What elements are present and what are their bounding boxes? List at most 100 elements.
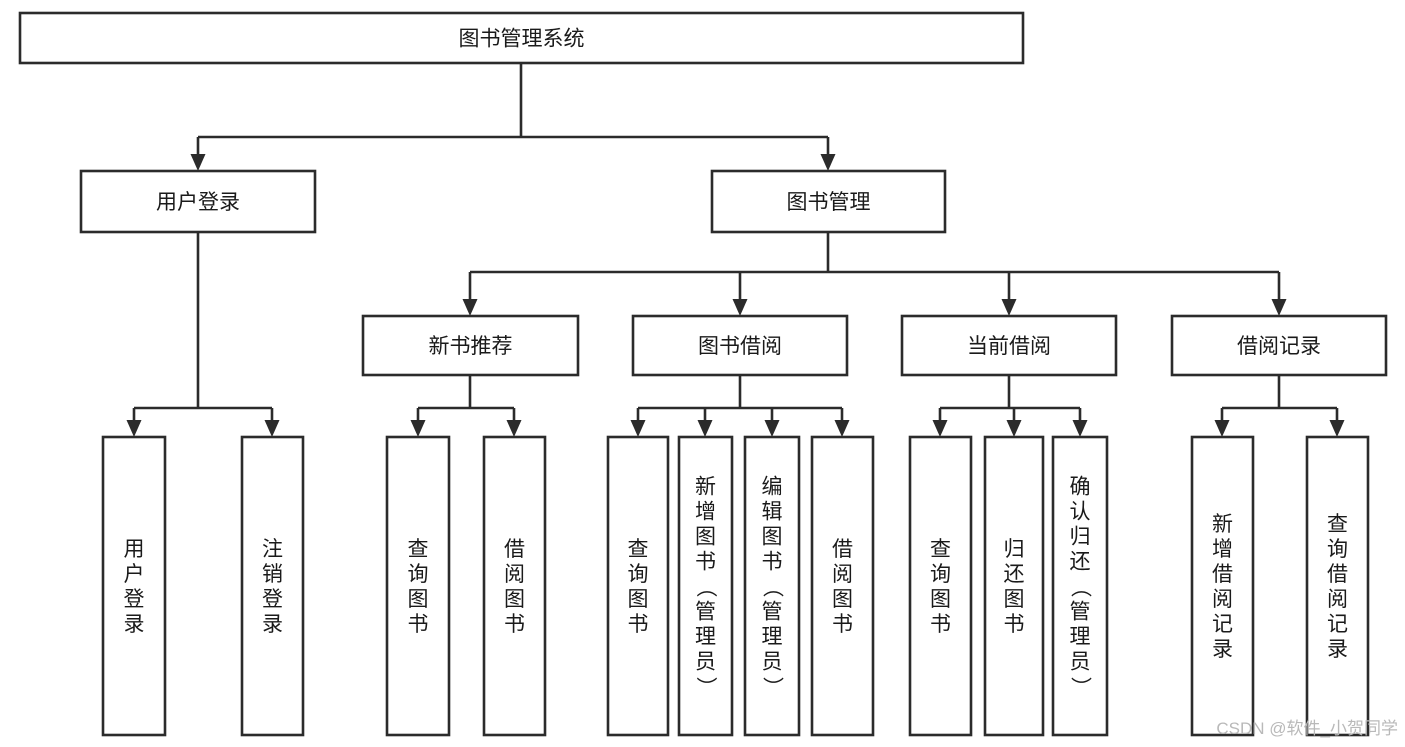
node-label-char: 注 (262, 538, 283, 561)
node-level2-0[interactable]: 用户登录 (79, 169, 317, 234)
node-label-char: 查 (628, 538, 649, 561)
node-level3-1[interactable]: 图书借阅 (631, 314, 849, 377)
node-box (1190, 435, 1255, 737)
node-leaf-0[interactable]: 用户登录 (101, 435, 167, 737)
node-label-char: 用 (124, 538, 145, 561)
node-label-char: 理 (762, 626, 783, 649)
node-label: 图书管理系统 (459, 28, 585, 51)
node-label-char: 阅 (504, 563, 525, 586)
node-root-0[interactable]: 图书管理系统 (18, 11, 1025, 65)
arrow-head-icon (264, 420, 280, 437)
node-label-char: 还 (1070, 551, 1091, 574)
node-label-char: ） (1069, 677, 1092, 698)
node-label-char: 辑 (762, 501, 783, 524)
connector-books-to-level3 (462, 232, 1287, 316)
arrow-head-icon (506, 420, 522, 437)
watermark-label: CSDN @软件_小贺同学 (1216, 719, 1398, 738)
node-label-char: 增 (695, 501, 716, 524)
node-label-char: 图 (695, 526, 716, 549)
arrow-head-icon (630, 420, 646, 437)
node-label-char: 借 (1327, 563, 1348, 586)
node-label-char: 查 (930, 538, 951, 561)
node-level3-3[interactable]: 借阅记录 (1170, 314, 1388, 377)
node-label-char: 借 (1212, 563, 1233, 586)
node-label: 用户登录 (124, 538, 145, 636)
node-label-char: （ (694, 577, 717, 598)
node-label-char: 录 (1327, 638, 1348, 661)
node-label-char: 查 (408, 538, 429, 561)
node-label-char: 图 (628, 588, 649, 611)
node-label-char: 员 (695, 651, 716, 674)
node-label-char: 阅 (832, 563, 853, 586)
node-label-char: 录 (1212, 638, 1233, 661)
arrow-head-icon (410, 420, 426, 437)
connector-borrow-to-leaves (630, 375, 850, 437)
node-label-char: 书 (832, 613, 853, 636)
node-label-char: 借 (832, 538, 853, 561)
node-box (101, 435, 167, 737)
arrow-head-icon (764, 420, 780, 437)
node-label-char: （ (1069, 577, 1092, 598)
node-label-char: 录 (262, 613, 283, 636)
node-box (606, 435, 670, 737)
connectors-layer (126, 63, 1345, 437)
node-label-char: 图 (832, 588, 853, 611)
node-label-char: 确 (1070, 476, 1091, 499)
node-box (385, 435, 451, 737)
node-level2-1[interactable]: 图书管理 (710, 169, 947, 234)
node-label-char: 员 (1070, 651, 1091, 674)
node-level3-2[interactable]: 当前借阅 (900, 314, 1118, 377)
node-label-char: 记 (1212, 613, 1233, 636)
node-box (743, 435, 801, 737)
connector-record-to-leaves (1214, 375, 1345, 437)
node-label-char: 阅 (1327, 588, 1348, 611)
arrow-head-icon (1001, 299, 1017, 316)
arrow-head-icon (1329, 420, 1345, 437)
connector-root-to-level2 (190, 63, 836, 171)
node-level3-0[interactable]: 新书推荐 (361, 314, 580, 377)
node-label-char: 理 (695, 626, 716, 649)
arrow-head-icon (1072, 420, 1088, 437)
node-label-char: 认 (1070, 501, 1091, 524)
node-label-char: 借 (504, 538, 525, 561)
node-label-char: 询 (628, 563, 649, 586)
connector-newbook-to-leaves (410, 375, 522, 437)
arrow-head-icon (732, 299, 748, 316)
node-label-char: ） (694, 677, 717, 698)
node-label-char: 归 (1004, 538, 1025, 561)
node-label-char: 录 (124, 613, 145, 636)
node-label-char: 图 (930, 588, 951, 611)
node-label: 借阅记录 (1237, 335, 1321, 358)
node-box (908, 435, 973, 737)
node-label-char: 阅 (1212, 588, 1233, 611)
nodes-layer: 图书管理系统用户登录图书管理新书推荐图书借阅当前借阅借阅记录用户登录注销登录查询… (18, 11, 1388, 737)
node-box (18, 11, 1025, 65)
node-label: 图书管理 (787, 191, 871, 214)
node-label-char: 管 (762, 601, 783, 624)
node-label-char: 记 (1327, 613, 1348, 636)
node-box (482, 435, 547, 737)
connector-current-to-leaves (932, 375, 1088, 437)
